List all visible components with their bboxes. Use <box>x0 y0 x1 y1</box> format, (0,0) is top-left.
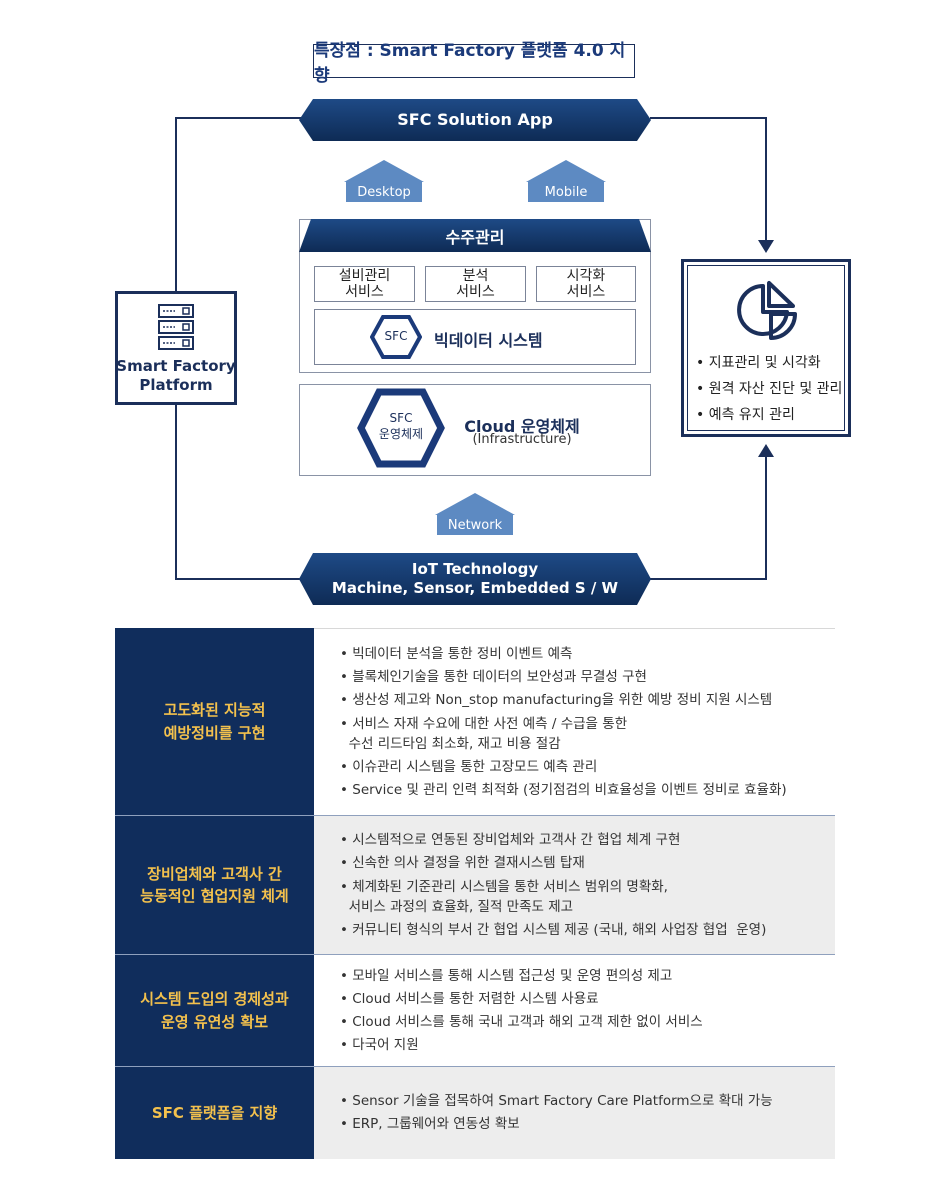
list-item: • 원격 자산 진단 및 관리 <box>696 381 843 397</box>
bigdata-label: 빅데이터 시스템 <box>434 331 543 350</box>
service-label: 분석 서비스 <box>456 267 495 300</box>
management-feature-list: • 지표관리 및 시각화 • 원격 자산 진단 및 관리 • 예측 유지 관리 <box>696 350 842 428</box>
order-management-header: 수주관리 <box>299 219 651 252</box>
cloud-os-block <box>299 384 651 476</box>
row-head: 장비업체와 고객사 간 능동적인 협업지원 체계 <box>115 816 314 954</box>
connector-line <box>175 117 177 293</box>
cloud-os-subtitle: (Infrastructure) <box>472 432 572 447</box>
list-item: • 신속한 의사 결정을 위한 결재시스템 탑재 <box>340 854 585 871</box>
features-table: 고도화된 지능적 예방정비를 구현 • 빅데이터 분석을 통한 정비 이벤트 예… <box>115 628 835 1159</box>
up-triangle-icon <box>344 160 424 182</box>
list-item: • 블록체인기술을 통한 데이터의 보안성과 무결성 구현 <box>340 668 647 685</box>
list-item: • ERP, 그룹웨어와 연동성 확보 <box>340 1116 520 1132</box>
desktop-tag: Desktop <box>344 160 424 202</box>
list-item: • 체계화된 기준관리 시스템을 통한 서비스 범위의 명확화, 서비스 과정의… <box>340 878 668 915</box>
platform-label: Smart Factory Platform <box>116 357 236 394</box>
list-item: • 커뮤니티 형식의 부서 간 협업 시스템 제공 (국내, 해외 사업장 협업… <box>340 921 767 938</box>
row-head-label: 장비업체와 고객사 간 능동적인 협업지원 체계 <box>140 864 289 906</box>
connector-line <box>765 117 767 245</box>
page-title: 특장점 : Smart Factory 플랫폼 4.0 지향 <box>313 41 635 86</box>
service-label: 설비관리 서비스 <box>338 267 391 300</box>
row-head-label: 시스템 도입의 경제성과 운영 유연성 확보 <box>140 990 289 1031</box>
up-triangle-icon <box>435 493 515 515</box>
visualization-service-box: 시각화 서비스 <box>536 266 636 302</box>
banner-line: IoT Technology <box>411 560 539 579</box>
row-divider <box>115 954 835 955</box>
list-item: • 지표관리 및 시각화 <box>696 355 821 371</box>
row-body: • 빅데이터 분석을 통한 정비 이벤트 예측 • 블록체인기술을 통한 데이터… <box>314 628 835 815</box>
row-head: 시스템 도입의 경제성과 운영 유연성 확보 <box>115 955 314 1066</box>
network-tag: Network <box>435 493 515 535</box>
arrow-down-icon <box>758 240 774 253</box>
equipment-service-box: 설비관리 서비스 <box>314 266 415 302</box>
pie-chart-icon <box>737 281 797 340</box>
list-item: • Cloud 서비스를 통한 저렴한 시스템 사용료 <box>340 990 599 1007</box>
list-item: • 모바일 서비스를 통해 시스템 접근성 및 운영 편의성 제고 <box>340 967 673 984</box>
list-item: • 시스템적으로 연동된 장비업체와 고객사 간 협업 체계 구현 <box>340 831 681 848</box>
row-divider <box>115 815 835 816</box>
connector-line <box>175 404 177 580</box>
list-item: • 이슈관리 시스템을 통한 고장모드 예측 관리 <box>340 758 598 775</box>
row-head: 고도화된 지능적 예방정비를 구현 <box>115 628 314 815</box>
connector-line <box>765 452 767 580</box>
list-item: • Cloud 서비스를 통해 국내 고객과 해외 고객 제한 없이 서비스 <box>340 1013 703 1030</box>
mobile-tag: Mobile <box>526 160 606 202</box>
sfc-solution-app-banner: SFC Solution App <box>299 99 651 141</box>
arrow-up-icon <box>758 444 774 457</box>
up-triangle-icon <box>526 160 606 182</box>
banner-line: Machine, Sensor, Embedded S / W <box>331 579 619 597</box>
management-box-outer <box>681 259 851 437</box>
server-rack-icon <box>158 304 194 350</box>
tag-label: Desktop <box>346 182 422 202</box>
connector-line <box>650 578 767 580</box>
row-body: • 모바일 서비스를 통해 시스템 접근성 및 운영 편의성 제고 • Clou… <box>314 955 835 1066</box>
row-head-label: SFC 플랫폼을 지향 <box>151 1103 278 1122</box>
tag-label: Mobile <box>528 182 604 202</box>
analysis-service-box: 분석 서비스 <box>425 266 526 302</box>
iot-technology-banner: IoT Technology Machine, Sensor, Embedded… <box>299 553 651 605</box>
connector-line <box>175 578 301 580</box>
sfc-badge-label: SFC <box>384 329 408 343</box>
cloud-os-title: Cloud 운영체제 <box>464 417 580 436</box>
list-item: • 다국어 지원 <box>340 1036 419 1053</box>
tag-label: Network <box>437 515 513 535</box>
list-item: • 예측 유지 관리 <box>696 407 795 423</box>
header-label: 수주관리 <box>445 227 505 247</box>
row-head-label: 고도화된 지능적 예방정비를 구현 <box>163 701 266 742</box>
connector-line <box>175 117 301 119</box>
row-head: SFC 플랫폼을 지향 <box>115 1067 314 1159</box>
list-item: • Service 및 관리 인력 최적화 (정기점검의 비효율성을 이벤트 정… <box>340 781 787 798</box>
management-box-inner <box>687 265 845 431</box>
list-item: • 생산성 제고와 Non_stop manufacturing을 위한 예방 … <box>340 691 773 708</box>
sfc-os-badge-label: SFC 운영체제 <box>378 411 424 441</box>
list-item: • 서비스 자재 수요에 대한 사전 예측 / 수급을 통한 수선 리드타임 최… <box>340 715 628 752</box>
list-item: • Sensor 기술을 접목하여 Smart Factory Care Pla… <box>340 1093 773 1109</box>
row-divider <box>115 1066 835 1067</box>
list-item: • 빅데이터 분석을 통한 정비 이벤트 예측 <box>340 645 573 662</box>
row-body: • 시스템적으로 연동된 장비업체와 고객사 간 협업 체계 구현 • 신속한 … <box>314 816 835 954</box>
connector-line <box>650 117 767 119</box>
service-label: 시각화 서비스 <box>566 267 606 300</box>
row-body: • Sensor 기술을 접목하여 Smart Factory Care Pla… <box>314 1067 835 1159</box>
banner-label: SFC Solution App <box>397 110 553 129</box>
bigdata-system-box <box>314 309 636 365</box>
sfc-hexagon-icon <box>370 315 422 359</box>
sfc-os-hexagon-icon <box>357 388 445 468</box>
